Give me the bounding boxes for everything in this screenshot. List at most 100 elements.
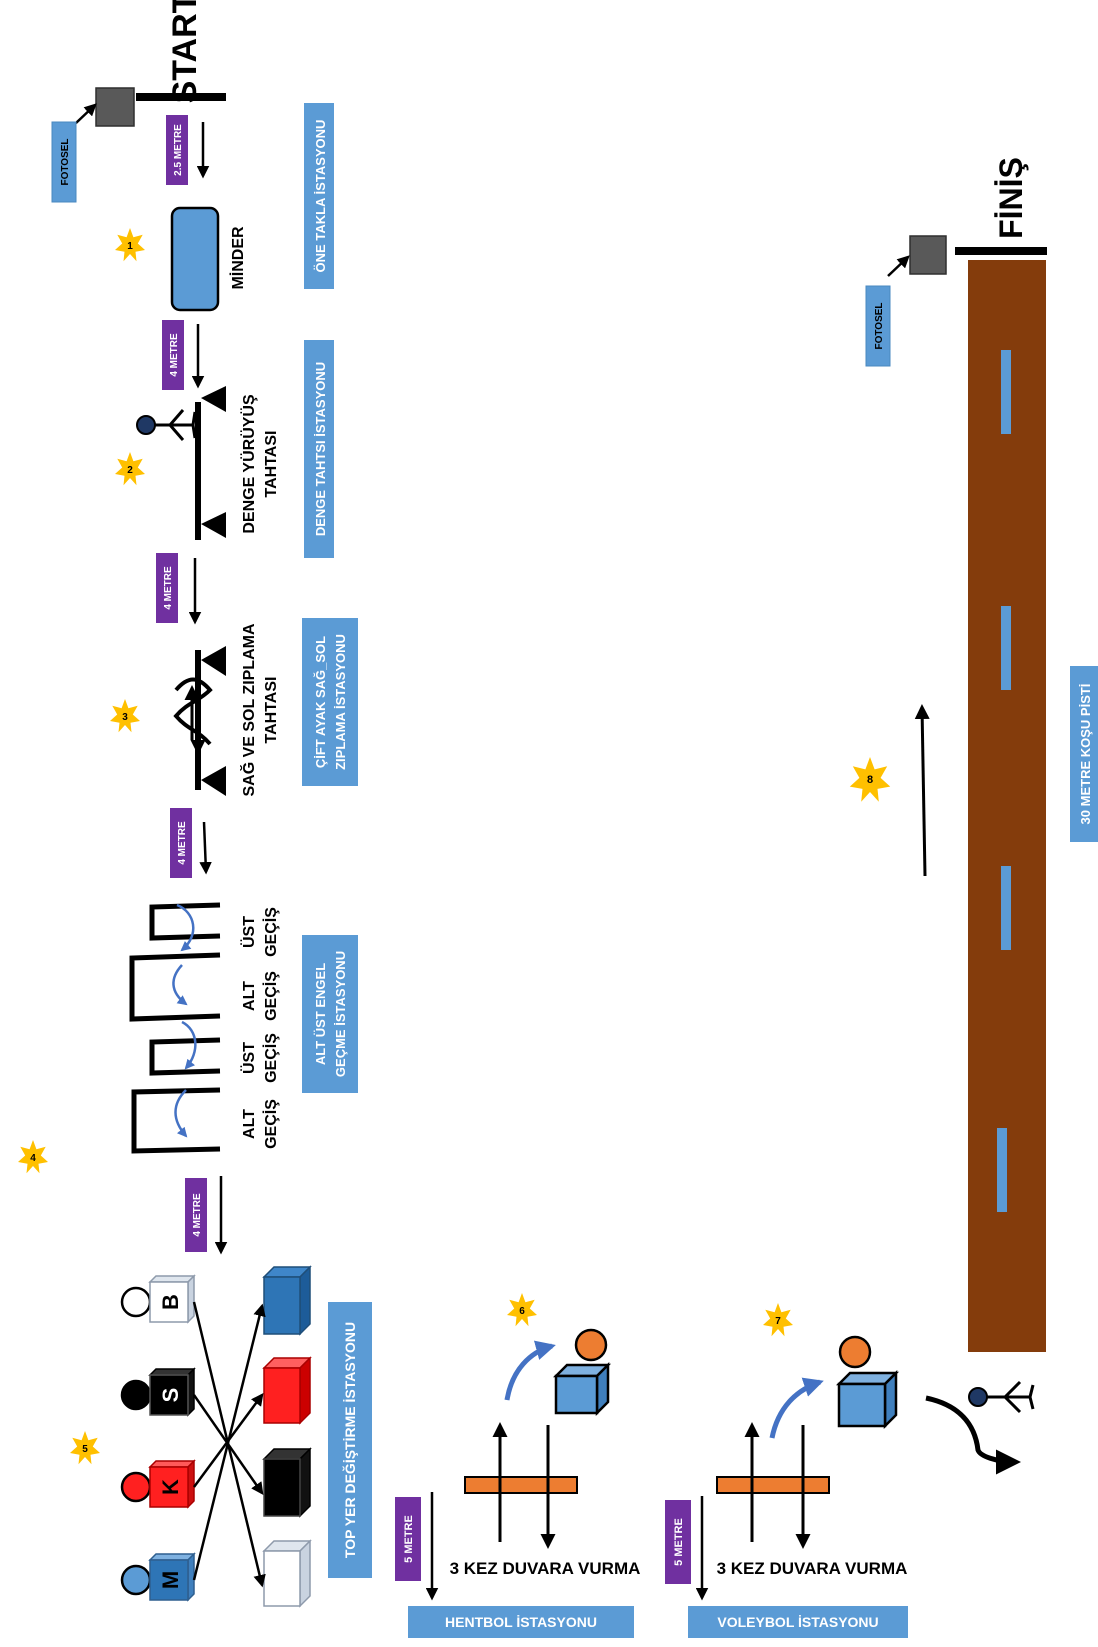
track-lane-mark-1 — [1001, 350, 1011, 434]
finish-line — [955, 247, 1047, 255]
cube-k — [148, 1459, 196, 1509]
cube-b — [148, 1274, 196, 1324]
station-label-7: VOLEYBOL İSTASYONU — [717, 1614, 878, 1630]
cube-letter-b: B — [158, 1294, 183, 1310]
ust-gecis-label-2a: ÜST — [239, 1042, 258, 1074]
wall-hit-label-handball: 3 KEZ DUVARA VURMA — [450, 1559, 641, 1578]
track-lane-mark-2 — [1001, 606, 1011, 690]
star-marker-6 — [507, 1293, 537, 1327]
wall-hit-label-volleyball: 3 KEZ DUVARA VURMA — [717, 1559, 908, 1578]
photocell-sensor-start — [95, 87, 135, 127]
station-label-8: 30 METRE KOŞU PİSTİ — [1078, 684, 1093, 825]
runner-turn — [925, 1380, 1035, 1475]
station-box-1 — [304, 103, 334, 289]
station-label-6: HENTBOL İSTASYONU — [445, 1614, 597, 1630]
cube-letter-m: M — [158, 1571, 183, 1589]
station-box-2 — [304, 340, 334, 558]
cube-m — [148, 1552, 196, 1602]
run-direction-arrow — [914, 704, 930, 877]
volleyball-wall — [716, 1422, 830, 1549]
alt-gecis-label-1b: GEÇİŞ — [262, 971, 280, 1021]
target-cube-red — [262, 1356, 312, 1425]
target-cube-white — [262, 1539, 312, 1608]
sensor-pointer-arrow-finish — [887, 255, 910, 277]
ust-gecis-label-1a: ÜST — [239, 916, 258, 948]
alt-gecis-label-2a: ALT — [241, 1109, 258, 1139]
distance-box-4 — [170, 808, 192, 878]
distance-label-6: 5 METRE — [403, 1515, 415, 1563]
handball-wall — [464, 1422, 578, 1549]
person-figure-beam — [136, 409, 197, 441]
star-number-1: 1 — [127, 241, 133, 252]
star-number-4: 4 — [30, 1153, 36, 1164]
station-label-3b: ZIPLAMA İSTASYONU — [333, 634, 348, 770]
swap-arrows — [192, 1301, 266, 1588]
star-marker-3 — [110, 699, 140, 733]
star-number-8: 8 — [867, 774, 873, 786]
target-cube-blue — [262, 1265, 312, 1336]
fotosel-label-start: FOTOSEL — [60, 138, 71, 185]
station-label-2: DENGE TAHTSI İSTASYONU — [313, 362, 328, 536]
distance-box-6 — [395, 1497, 421, 1581]
station-label-3a: ÇİFT AYAK SAĞ_SOL — [313, 636, 328, 768]
ball-red — [120, 1471, 152, 1503]
track-lane-mark-3 — [1001, 866, 1011, 950]
star-marker-4 — [18, 1140, 48, 1174]
person-volleyball — [769, 1335, 900, 1439]
hurdle-set — [129, 902, 221, 1154]
station-label-4a: ALT ÜST ENGEL — [313, 963, 328, 1065]
person-handball — [504, 1328, 612, 1417]
ust-gecis-label-2b: GEÇİŞ — [262, 1033, 280, 1083]
track-lane-mark-4 — [997, 1128, 1007, 1212]
star-number-2: 2 — [127, 465, 133, 476]
balance-beam — [195, 386, 226, 540]
station-label-5: TOP YER DEĞİŞTİRME İSTASYONU — [341, 1322, 358, 1558]
distance-label-7: 5 METRE — [673, 1518, 685, 1566]
star-number-6: 6 — [519, 1306, 525, 1317]
station-box-6 — [408, 1606, 634, 1638]
distance-box-2 — [162, 320, 184, 390]
sensor-pointer-arrow — [75, 103, 97, 124]
minder-label: MİNDER — [229, 226, 247, 290]
star-marker-1 — [115, 228, 145, 262]
station-box-5 — [328, 1302, 372, 1578]
station-label-1: ÖNE TAKLA İSTASYONU — [313, 120, 328, 273]
minder-mat — [170, 206, 220, 312]
alt-gecis-label-1a: ALT — [241, 981, 258, 1011]
distance-label-2: 4 METRE — [169, 333, 180, 377]
star-number-7: 7 — [775, 1316, 781, 1327]
fotosel-box-finish — [865, 285, 891, 367]
cube-s — [148, 1367, 196, 1417]
station-box-3 — [302, 618, 358, 786]
distance-box-5 — [185, 1178, 207, 1252]
star-marker-5 — [70, 1431, 100, 1465]
direction-arrow-4 — [199, 821, 212, 875]
distance-label-5: 4 METRE — [192, 1193, 203, 1237]
fotosel-box-start — [51, 121, 77, 203]
distance-box-3 — [156, 553, 178, 623]
jump-board-label-2: TAHTASI — [263, 677, 280, 744]
station-box-7 — [688, 1606, 908, 1638]
star-number-5: 5 — [82, 1444, 88, 1455]
star-marker-7 — [763, 1303, 793, 1337]
ball-blue — [120, 1564, 152, 1596]
cube-letter-k: K — [158, 1479, 183, 1495]
distance-label-3: 4 METRE — [163, 566, 174, 610]
balance-beam-label-2: TAHTASI — [263, 431, 280, 498]
alt-gecis-label-2b: GEÇİŞ — [262, 1099, 280, 1149]
star-marker-8 — [849, 757, 891, 802]
balance-beam-label-1: DENGE YÜRÜYÜŞ — [239, 394, 258, 534]
star-marker-2 — [115, 452, 145, 486]
start-line — [136, 93, 226, 101]
fotosel-label-finish: FOTOSEL — [874, 302, 885, 349]
ball-white — [120, 1286, 152, 1318]
cube-letter-s: S — [158, 1388, 183, 1403]
station-box-4 — [302, 935, 358, 1093]
jump-board — [173, 646, 226, 796]
jump-board-label-1: SAĞ VE SOL ZIPLAMA — [239, 623, 258, 797]
photocell-sensor-finish — [909, 235, 947, 275]
station-label-4b: GEÇME İSTASYONU — [333, 951, 348, 1077]
finish-label: FİNİŞ — [993, 157, 1029, 239]
station-box-8 — [1070, 666, 1098, 842]
